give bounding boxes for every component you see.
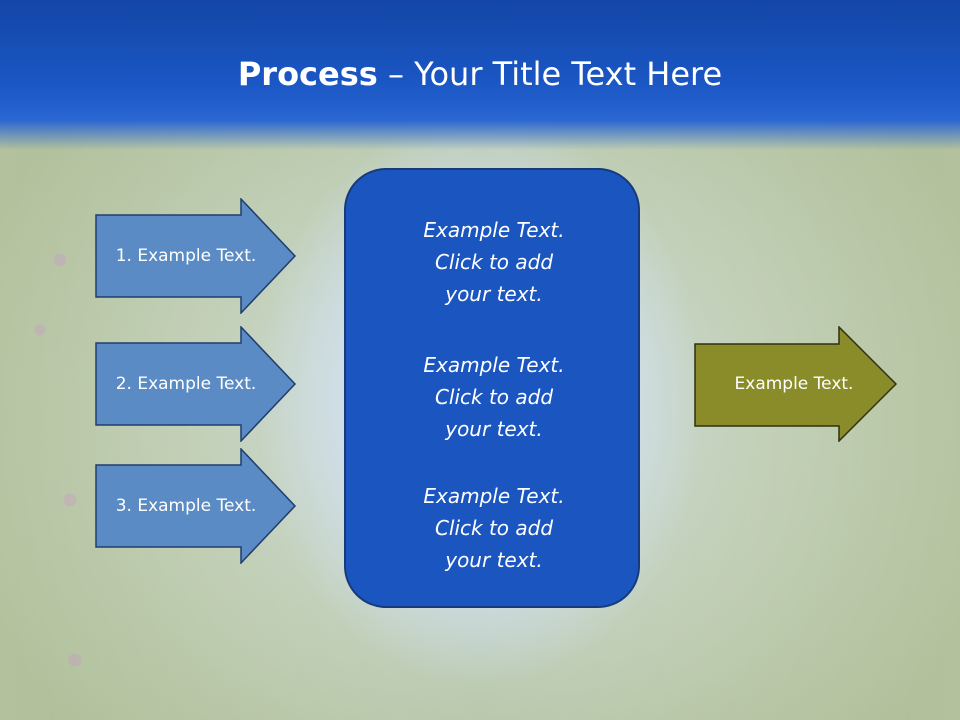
title-bold: Process — [237, 55, 378, 93]
center-block-1-line3: your text. — [445, 282, 543, 306]
step-arrow-2-label: 2. Example Text. — [115, 374, 257, 394]
title-rest: – Your Title Text Here — [377, 55, 723, 93]
center-text-block-2: Example Text. Click to add your text. — [346, 349, 642, 445]
center-block-3-line3: your text. — [445, 548, 543, 572]
result-arrow-shape — [694, 326, 898, 442]
result-arrow-label: Example Text. — [734, 374, 854, 394]
step-arrow-1-label: 1. Example Text. — [115, 246, 257, 266]
arrow-shape-1 — [95, 198, 297, 314]
center-process-box[interactable]: Example Text. Click to add your text. Ex… — [344, 168, 640, 608]
arrow-shape-2 — [95, 326, 297, 442]
center-block-1-line2: Click to add — [434, 250, 554, 274]
title-bar — [0, 0, 960, 150]
center-block-3-line2: Click to add — [434, 516, 554, 540]
center-block-2-line3: your text. — [445, 417, 543, 441]
center-text-block-3: Example Text. Click to add your text. — [346, 480, 642, 576]
step-arrow-3-label: 3. Example Text. — [115, 496, 257, 516]
center-block-3-line1: Example Text. — [423, 484, 565, 508]
step-arrow-1[interactable]: 1. Example Text. — [95, 198, 297, 314]
center-block-2-line1: Example Text. — [423, 353, 565, 377]
center-text-block-1: Example Text. Click to add your text. — [346, 214, 642, 310]
step-arrow-3[interactable]: 3. Example Text. — [95, 448, 297, 564]
step-arrow-2[interactable]: 2. Example Text. — [95, 326, 297, 442]
center-block-2-line2: Click to add — [434, 385, 554, 409]
arrow-shape-3 — [95, 448, 297, 564]
result-arrow[interactable]: Example Text. — [694, 326, 898, 442]
slide-title[interactable]: Process – Your Title Text Here — [0, 52, 960, 96]
center-block-1-line1: Example Text. — [423, 218, 565, 242]
